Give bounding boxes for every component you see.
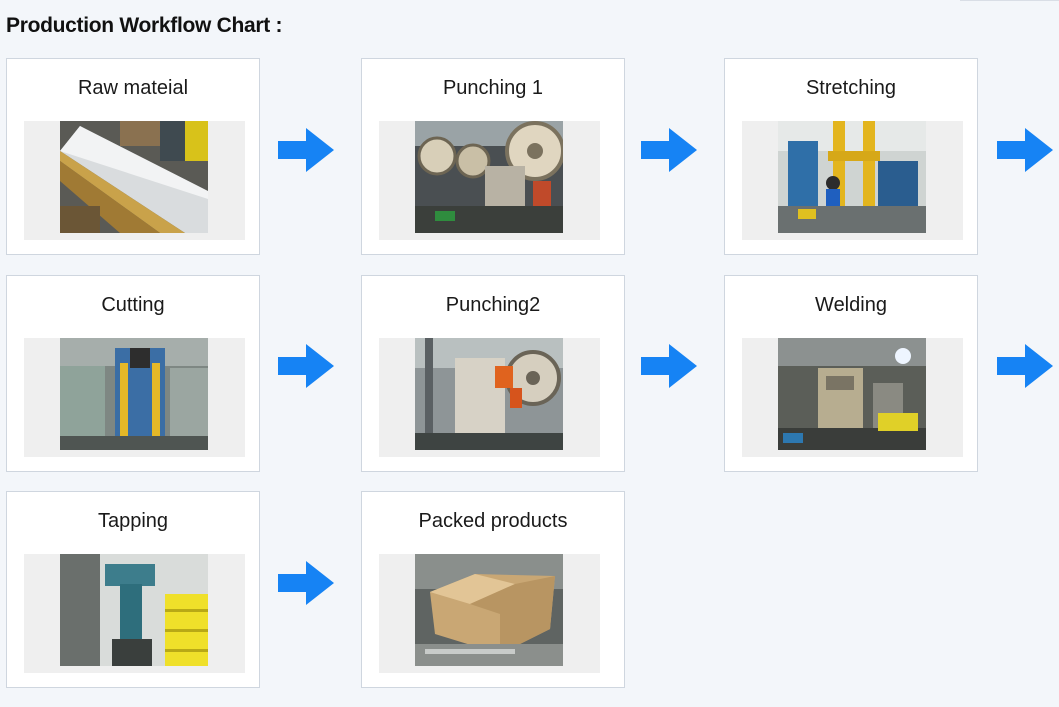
step-image-frame [379,554,600,673]
step-image-frame [24,554,245,673]
step-image-frame [742,338,963,457]
arrow-right-icon [641,344,697,388]
arrow-right-icon [997,344,1053,388]
step-image-frame [24,121,245,240]
step-label: Welding [815,294,887,316]
step-label: Tapping [97,510,169,532]
step-card-welding: Welding [724,275,978,472]
steel-sheets-photo [60,121,208,233]
step-image-frame [379,121,600,240]
tapping-machine-photo [60,554,208,666]
cutting-press-photo [60,338,208,450]
page-title: Production Workflow Chart : [6,14,283,37]
cardboard-boxes-photo [415,554,563,666]
step-card-punching-2: Punching2 [361,275,625,472]
arrow-right-icon [278,344,334,388]
arrow-right-icon [641,128,697,172]
step-card-raw-material: Raw mateial [6,58,260,255]
step-card-packed-products: Packed products [361,491,625,688]
step-card-stretching: Stretching [724,58,978,255]
step-label: Punching2 [445,294,541,316]
step-label: Cutting [101,294,165,316]
step-card-punching-1: Punching 1 [361,58,625,255]
step-label: Punching 1 [442,77,544,99]
step-label: Stretching [805,77,897,99]
hydraulic-press-photo [778,121,926,233]
step-card-cutting: Cutting [6,275,260,472]
top-divider [960,0,1059,1]
step-image-frame [379,338,600,457]
welding-station-photo [778,338,926,450]
arrow-right-icon [997,128,1053,172]
step-label: Raw mateial [77,77,189,99]
punch-press-photo [415,121,563,233]
step-label: Packed products [418,510,568,532]
step-image-frame [742,121,963,240]
step-image-frame [24,338,245,457]
arrow-right-icon [278,561,334,605]
arrow-right-icon [278,128,334,172]
step-card-tapping: Tapping [6,491,260,688]
punch-press-photo [415,338,563,450]
